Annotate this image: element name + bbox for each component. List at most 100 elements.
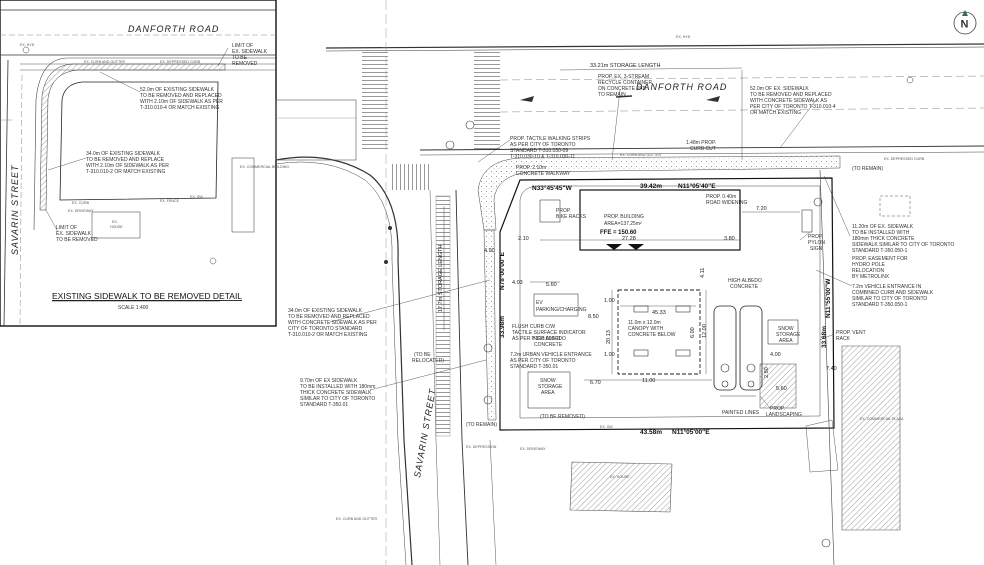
- svg-text:SNOW: SNOW: [778, 326, 794, 332]
- svg-text:T-310.030-10 & T-310.030-11: T-310.030-10 & T-310.030-11: [510, 154, 575, 160]
- tiny-commercial-plaza: EX. COMMERCIAL PLAZA: [860, 417, 904, 421]
- svg-text:RACK: RACK: [836, 336, 851, 342]
- flush-curb-note: FLUSH CURB C/W TACTILE SURFACE INDICATOR…: [512, 324, 586, 342]
- to-remain-label: (TO REMAIN): [466, 422, 497, 428]
- svg-text:34.0m OF EXISTING SIDEWALK: 34.0m OF EXISTING SIDEWALK: [86, 151, 161, 157]
- svg-text:CONCRETE WALKWAY: CONCRETE WALKWAY: [516, 171, 571, 177]
- dim-1-00-a: 1.00: [604, 298, 615, 304]
- svg-text:AS PER CITY OF TORONTO: AS PER CITY OF TORONTO: [510, 142, 576, 148]
- storage-length-side: 17.7m STORAGE LENGTH: [438, 245, 444, 312]
- existing-sidewalk-detail: DANFORTH ROAD SAVARIN STREET LIMIT OF EX…: [0, 0, 289, 327]
- dim-4-90: 4.90: [484, 248, 495, 254]
- sidewalk-34-note: 34.0m OF EXISTING SIDEWALK TO BE REMOVED…: [288, 308, 377, 338]
- tiny-ex-house: EX. HOUSE: [610, 475, 630, 479]
- svg-text:LANDSCAPING: LANDSCAPING: [766, 412, 802, 418]
- svg-text:34.0m OF EXISTING SIDEWALK: 34.0m OF EXISTING SIDEWALK: [288, 308, 363, 314]
- svg-text:AS PER CITY OF TORONTO: AS PER CITY OF TORONTO: [510, 358, 576, 364]
- dim-5-60: 5.60: [546, 282, 557, 288]
- svg-text:ROAD WIDENING: ROAD WIDENING: [706, 200, 748, 206]
- svg-text:SIDEWALK SIMILAR TO CITY OF TO: SIDEWALK SIMILAR TO CITY OF TORONTO: [852, 242, 954, 248]
- svg-text:SIMILAR TO CITY OF TORONTO: SIMILAR TO CITY OF TORONTO: [300, 396, 375, 402]
- detail-street-name: SAVARIN STREET: [10, 164, 20, 255]
- detail-ex-house-label: EX. HOUSE: [110, 220, 123, 229]
- svg-text:52.0m OF EXISTING SIDEWALK: 52.0m OF EXISTING SIDEWALK: [140, 87, 215, 93]
- svg-text:BIKE RACKS: BIKE RACKS: [556, 214, 587, 220]
- svg-text:WITH CONCRETE SIDEWALK AS PER: WITH CONCRETE SIDEWALK AS PER: [288, 320, 377, 326]
- sidewalk-52-note: 52.0m OF EX. SIDEWALK TO BE REMOVED AND …: [750, 86, 836, 116]
- dim-6-70: 6.70: [590, 380, 601, 386]
- to-be-relocated-label: (TO BE RELOCATED): [412, 352, 444, 364]
- distance-west: 33.98m: [499, 316, 506, 338]
- svg-text:ON CONCRETE PAD: ON CONCRETE PAD: [598, 86, 647, 92]
- tiny-hyd: EX. HYD: [676, 35, 691, 39]
- svg-text:FFE = 150.60: FFE = 150.60: [600, 230, 637, 236]
- north-arrow-icon: N: [953, 10, 977, 35]
- svg-text:CURB CUT: CURB CUT: [690, 146, 716, 152]
- dim-8-50: 8.50: [588, 314, 599, 320]
- svg-text:CITY OF TORONTO STANDARD: CITY OF TORONTO STANDARD: [288, 326, 363, 332]
- bearing-n11: N11°05'40"E: [678, 182, 716, 190]
- svg-text:AREA=137.25m²: AREA=137.25m²: [604, 221, 642, 227]
- pylon-sign-label: PROP. PYLON SIGN: [808, 234, 825, 252]
- svg-text:LIMIT OF: LIMIT OF: [232, 43, 253, 49]
- road-widening-note: PROP. 0.40m ROAD WIDENING: [706, 194, 748, 206]
- detail-tiny-driveway: EX. DRIVEWAY: [68, 209, 94, 213]
- svg-text:PYLON: PYLON: [808, 240, 825, 246]
- svg-text:SIMILAR TO CITY OF TORONTO: SIMILAR TO CITY OF TORONTO: [852, 296, 927, 302]
- detail-tiny-sw: EX. SW: [190, 195, 203, 199]
- svg-text:RECYCLE CONTAINER: RECYCLE CONTAINER: [598, 80, 652, 86]
- high-albedo-label-2: HIGH ALBEDO CONCRETE: [532, 336, 566, 348]
- svg-text:HIGH ALBEDO: HIGH ALBEDO: [728, 278, 762, 284]
- svg-text:TO BE REMOVED AND REPLACED: TO BE REMOVED AND REPLACED: [288, 314, 370, 320]
- vent-rack-label: PROP. VENT RACK: [836, 330, 866, 342]
- recycle-note: PROP. EX. 3-STREAM RECYCLE CONTAINER ON …: [598, 74, 652, 98]
- svg-text:HYDRO POLE: HYDRO POLE: [852, 262, 885, 268]
- svg-text:WITH CONCRETE SIDEWALK AS: WITH CONCRETE SIDEWALK AS: [750, 98, 828, 104]
- svg-text:1.48m PROP.: 1.48m PROP.: [686, 140, 716, 146]
- svg-text:PROP. EASEMENT FOR: PROP. EASEMENT FOR: [852, 256, 908, 262]
- ev-parking-label: EV PARKING/CHARGING: [536, 300, 587, 313]
- bearing-north: N33°45'45"W: [532, 184, 573, 192]
- svg-text:PROP. 2.10m: PROP. 2.10m: [516, 165, 546, 171]
- svg-text:WITH 2.10m OF SIDEWALK AS PER: WITH 2.10m OF SIDEWALK AS PER: [86, 163, 169, 169]
- svg-text:STANDARD T-350.050-1: STANDARD T-350.050-1: [852, 302, 908, 308]
- svg-text:TO BE REMOVED AND REPLACED: TO BE REMOVED AND REPLACED: [140, 93, 222, 99]
- main-road-name: DANFORTH ROAD: [636, 82, 727, 92]
- dim-20-13: 20.13: [606, 330, 612, 344]
- svg-text:CONCRETE BELOW: CONCRETE BELOW: [628, 332, 676, 338]
- detail-tiny-fence: EX. FENCE: [160, 199, 180, 203]
- svg-text:PROP. 0.40m: PROP. 0.40m: [706, 194, 736, 200]
- svg-text:CONCRETE: CONCRETE: [730, 284, 759, 290]
- detail-tiny-curb2: EX. CURB: [72, 201, 90, 205]
- detail-title: EXISTING SIDEWALK TO BE REMOVED DETAIL: [52, 291, 242, 301]
- detail-note-sidewalk-52: 52.0m OF EXISTING SIDEWALK TO BE REMOVED…: [140, 87, 223, 111]
- remain-label-right: (TO REMAIN): [852, 166, 883, 172]
- main-street-name: SAVARIN STREET: [412, 387, 438, 478]
- detail-ex-commercial-label: EX. COMMERCIAL BUILDING: [240, 165, 289, 169]
- svg-text:AREA: AREA: [779, 338, 793, 344]
- detail-note-sidewalk-34: 34.0m OF EXISTING SIDEWALK TO BE REMOVED…: [86, 151, 169, 175]
- svg-text:BY METROLINX: BY METROLINX: [852, 274, 890, 280]
- tiny-depression: EX. DEPRESSION: [466, 445, 497, 449]
- to-be-removed-label: (TO BE REMOVED): [540, 414, 585, 420]
- dim-45-33: 45.33: [652, 310, 666, 316]
- svg-text:STANDARD T-350.01: STANDARD T-350.01: [510, 364, 558, 370]
- detail-tiny-curb: EX. CURB AND GUTTER: [84, 60, 126, 64]
- combined-entrance-note: 7.2m VEHICLE ENTRANCE IN COMBINED CURB A…: [852, 284, 934, 308]
- svg-text:WITH 2.10m OF SIDEWALK AS PER: WITH 2.10m OF SIDEWALK AS PER: [140, 99, 223, 105]
- distance-north: 39.42m: [640, 183, 662, 190]
- concrete-walkway-note: PROP. 2.10m CONCRETE WALKWAY: [516, 165, 571, 177]
- svg-text:HIGH ALBEDO: HIGH ALBEDO: [532, 336, 566, 342]
- svg-text:CONCRETE: CONCRETE: [534, 342, 563, 348]
- building-label: PROP. BUILDING AREA=137.25m² FFE = 150.6…: [600, 214, 644, 236]
- svg-text:TO REMAIN: TO REMAIN: [598, 92, 626, 98]
- svg-text:EX. SIDEWALK: EX. SIDEWALK: [56, 231, 92, 237]
- dim-1-00-b: 1.00: [604, 352, 615, 358]
- distance-south: 43.58m: [640, 429, 662, 436]
- svg-text:PER CITY OF TORONTO T-310.010-: PER CITY OF TORONTO T-310.010-4: [750, 104, 836, 110]
- dim-2-80: 2.80: [764, 367, 770, 378]
- dim-12-00: 12.00: [702, 324, 708, 338]
- svg-text:TO BE REMOVED AND REPLACED: TO BE REMOVED AND REPLACED: [750, 92, 832, 98]
- sidewalk-1120-note: 11.20m OF EX. SIDEWALK TO BE INSTALLED W…: [852, 224, 954, 254]
- dim-6-00: 6.00: [690, 327, 696, 338]
